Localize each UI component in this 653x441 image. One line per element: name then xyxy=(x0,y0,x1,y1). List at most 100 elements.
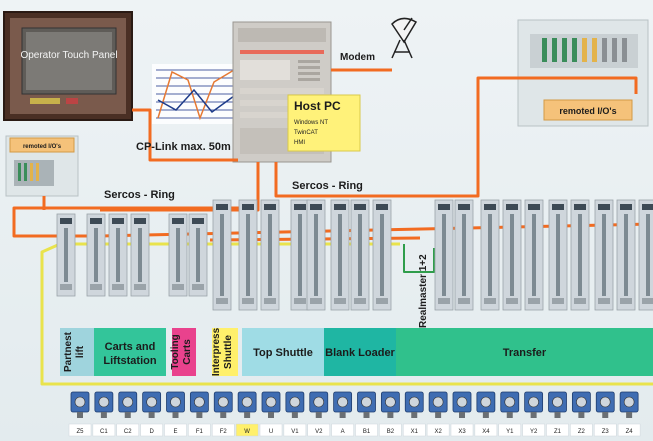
servo-motor-icon xyxy=(70,391,90,418)
servo-drive-module xyxy=(548,199,568,311)
remote-io-right-device: remoted I/O's xyxy=(517,19,649,127)
operator-panel-label: Operator Touch Panel xyxy=(20,50,117,61)
servo-motor-icon xyxy=(500,391,520,418)
remote-io-left-label: remoted I/O's xyxy=(23,144,62,150)
axis-label: V1 xyxy=(291,429,299,435)
axis-label-bg xyxy=(283,423,307,437)
servo-drive-module xyxy=(638,199,653,311)
motor-row xyxy=(70,391,639,418)
axis-label-bg xyxy=(331,423,354,437)
host-pc-item-1: Windows NT xyxy=(294,120,328,126)
axis-label: X2 xyxy=(434,429,442,435)
axis-label: X4 xyxy=(482,429,490,435)
axis-label-bg xyxy=(498,423,521,437)
servo-drive-module xyxy=(350,199,370,311)
axis-label: B1 xyxy=(363,429,371,435)
axis-label-bg xyxy=(379,423,402,437)
station-label: Blank Loader xyxy=(325,347,395,359)
servo-motor-icon xyxy=(476,391,496,418)
servo-drive-module xyxy=(86,213,106,297)
station-label: Partnest xyxy=(63,331,74,372)
axis-label: D xyxy=(149,429,154,435)
axis-label-bg xyxy=(450,423,474,437)
servo-drive-module xyxy=(188,213,208,297)
axis-label: F2 xyxy=(220,429,228,435)
axis-label-bg xyxy=(546,423,569,437)
axis-label: U xyxy=(269,429,273,435)
axis-label: F1 xyxy=(196,429,204,435)
axis-label: C2 xyxy=(124,429,132,435)
realmaster-label: Realmaster 1+2 xyxy=(418,254,429,328)
station-4: Top Shuttle xyxy=(242,328,324,376)
axis-label: Z5 xyxy=(76,429,84,435)
axis-label-bg xyxy=(140,423,163,437)
sercos-ring-left-label: Sercos - Ring xyxy=(104,189,175,201)
servo-motor-icon xyxy=(189,391,209,418)
servo-drive-module xyxy=(108,213,128,297)
axis-label: C1 xyxy=(100,429,108,435)
servo-motor-icon xyxy=(94,391,114,418)
servo-motor-icon xyxy=(380,391,400,418)
servo-motor-icon xyxy=(595,391,615,418)
servo-drive-module xyxy=(238,199,258,311)
station-label: Top Shuttle xyxy=(253,347,313,359)
axis-label-bg xyxy=(426,423,450,437)
servo-motor-icon xyxy=(548,391,567,418)
servo-motor-icon xyxy=(166,391,185,418)
trend-chart-graphic xyxy=(152,64,238,124)
host-pc-item-2: TwinCAT xyxy=(294,130,318,136)
servo-drive-module xyxy=(616,199,636,311)
sercos-ring-right-label: Sercos - Ring xyxy=(292,180,363,192)
servo-motor-icon xyxy=(428,391,448,418)
axis-label: Z4 xyxy=(626,429,634,435)
axis-label: X3 xyxy=(458,429,466,435)
station-label: Tooling xyxy=(170,334,181,369)
servo-motor-icon xyxy=(261,391,281,418)
servo-drive-module xyxy=(260,199,280,311)
servo-drive-module xyxy=(330,199,350,311)
servo-drive-module xyxy=(306,199,326,311)
servo-motor-icon xyxy=(213,391,233,418)
servo-motor-icon xyxy=(142,391,162,418)
servo-drive-module xyxy=(594,199,614,311)
station-6: Transfer xyxy=(396,328,653,376)
host-pc-title: Host PC xyxy=(294,99,341,113)
station-label: Liftstation xyxy=(103,355,156,367)
axis-label-bg xyxy=(355,423,378,437)
servo-motor-icon xyxy=(118,391,138,418)
remote-io-left-device: remoted I/O's xyxy=(5,135,79,197)
axis-label-bg xyxy=(522,423,545,437)
servo-motor-icon xyxy=(333,391,353,418)
host-pc-item-3: HMI xyxy=(294,140,305,146)
servo-drive-module xyxy=(434,199,454,311)
servo-motor-icon xyxy=(524,391,544,418)
axis-label-bg xyxy=(403,423,426,437)
cp-link-label: CP-Link max. 50m xyxy=(136,141,231,153)
axis-label-bg xyxy=(212,423,235,437)
axis-label-bg xyxy=(116,423,139,437)
servo-drive-rack xyxy=(56,199,653,311)
servo-drive-module xyxy=(454,199,474,311)
station-5: Blank Loader xyxy=(324,328,396,376)
axis-label: B2 xyxy=(387,429,395,435)
axis-label: Y1 xyxy=(506,429,514,435)
servo-drive-module xyxy=(56,213,76,297)
axis-label-bg xyxy=(164,423,187,437)
axis-label: W xyxy=(244,429,250,435)
servo-motor-icon xyxy=(619,391,639,418)
axis-label-bg xyxy=(259,423,283,437)
host-pc-label-box: Host PC Windows NT TwinCAT HMI xyxy=(287,94,361,152)
servo-motor-icon xyxy=(571,391,591,418)
servo-drive-module xyxy=(480,199,500,311)
axis-label: Z3 xyxy=(602,429,610,435)
servo-drive-module xyxy=(570,199,590,311)
station-label: Transfer xyxy=(503,347,547,359)
axis-label: X1 xyxy=(411,429,419,435)
